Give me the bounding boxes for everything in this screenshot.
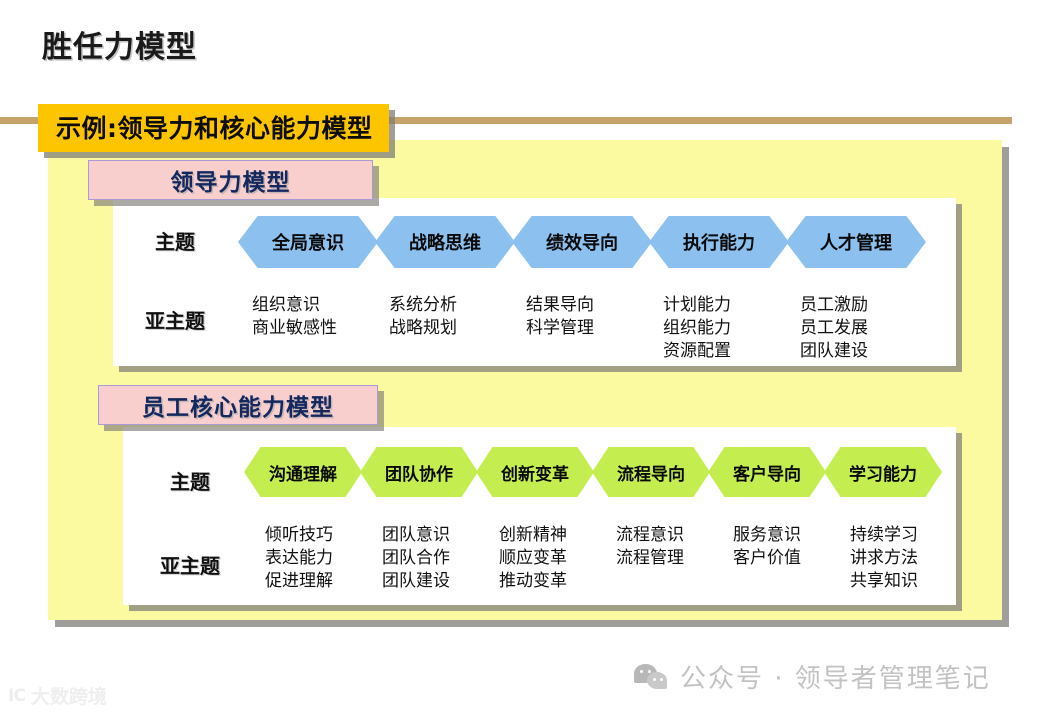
subtheme-item: 系统分析 (389, 295, 457, 315)
subtheme-item: 持续学习 (850, 525, 918, 545)
subtheme-column: 团队意识团队合作团队建设 (382, 524, 450, 593)
subtheme-item: 表达能力 (265, 547, 333, 568)
subtheme-item: 商业敏感性 (252, 317, 337, 338)
watermark-logo: IC (8, 685, 26, 706)
subtheme-column: 服务意识客户价值 (733, 524, 801, 570)
subtheme-item: 促进理解 (265, 570, 333, 591)
subtheme-row-label-core: 亚主题 (160, 554, 220, 578)
section-header-leadership: 领导力模型 (88, 160, 373, 200)
theme-hex[interactable]: 创新变革 (476, 447, 594, 497)
theme-hex-row-leadership: 全局意识战略思维绩效导向执行能力人才管理 (238, 216, 926, 268)
theme-hex[interactable]: 战略思维 (375, 216, 515, 268)
subtheme-column: 系统分析战略规划 (389, 294, 457, 340)
subtheme-item: 讲求方法 (850, 547, 918, 568)
subtheme-item: 战略规划 (389, 317, 457, 338)
subtheme-item: 组织意识 (252, 295, 320, 315)
theme-hex[interactable]: 团队协作 (360, 447, 478, 497)
subtheme-item: 员工激励 (800, 295, 868, 315)
theme-row-label-core: 主题 (170, 470, 210, 494)
subtheme-column: 组织意识商业敏感性 (252, 294, 337, 340)
subtheme-item: 顺应变革 (499, 547, 567, 568)
subtheme-item: 科学管理 (526, 317, 594, 338)
subtheme-column: 持续学习讲求方法共享知识 (850, 524, 918, 593)
section-header-label: 领导力模型 (170, 170, 291, 196)
watermark: IC 大数跨境 (8, 682, 107, 709)
footer-brand: 公众号 · 领导者管理笔记 (634, 658, 991, 695)
theme-hex[interactable]: 流程导向 (592, 447, 710, 497)
subtheme-item: 倾听技巧 (265, 525, 333, 545)
subtheme-item: 共享知识 (850, 570, 918, 591)
subtheme-item: 团队意识 (382, 525, 450, 545)
theme-hex[interactable]: 客户导向 (708, 447, 826, 497)
subtheme-item: 客户价值 (733, 547, 801, 568)
subtheme-item: 流程管理 (616, 547, 684, 568)
subtheme-column: 员工激励员工发展团队建设 (800, 294, 868, 363)
banner-rule (0, 117, 1012, 124)
subtheme-column: 流程意识流程管理 (616, 524, 684, 570)
theme-hex[interactable]: 人才管理 (786, 216, 926, 268)
theme-hex[interactable]: 绩效导向 (512, 216, 652, 268)
subtheme-column: 倾听技巧表达能力促进理解 (265, 524, 333, 593)
subtheme-item: 员工发展 (800, 317, 868, 338)
subtheme-column: 结果导向科学管理 (526, 294, 594, 340)
subtheme-item: 组织能力 (663, 317, 731, 338)
subtheme-item: 创新精神 (499, 525, 567, 545)
subtheme-item: 计划能力 (663, 295, 731, 315)
example-banner: 示例:领导力和核心能力模型 (38, 104, 389, 152)
theme-hex-row-core: 沟通理解团队协作创新变革流程导向客户导向学习能力 (244, 447, 942, 497)
theme-hex[interactable]: 学习能力 (824, 447, 942, 497)
subtheme-column: 计划能力组织能力资源配置 (663, 294, 731, 363)
section-header-core-competency: 员工核心能力模型 (98, 385, 378, 425)
subtheme-item: 团队建设 (382, 570, 450, 591)
section-header-label: 员工核心能力模型 (142, 395, 334, 421)
subtheme-column: 创新精神顺应变革推动变革 (499, 524, 567, 593)
subtheme-item: 团队建设 (800, 340, 868, 361)
subtheme-item: 服务意识 (733, 525, 801, 545)
subtheme-item: 资源配置 (663, 340, 731, 361)
subtheme-item: 结果导向 (526, 295, 594, 315)
subtheme-row-label-leadership: 亚主题 (145, 309, 205, 333)
subtheme-item: 流程意识 (616, 525, 684, 545)
subtheme-item: 团队合作 (382, 547, 450, 568)
footer-brand-label: 公众号 · 领导者管理笔记 (680, 664, 991, 694)
theme-hex[interactable]: 沟通理解 (244, 447, 362, 497)
theme-hex[interactable]: 全局意识 (238, 216, 378, 268)
theme-hex[interactable]: 执行能力 (649, 216, 789, 268)
theme-row-label-leadership: 主题 (155, 230, 195, 254)
page-title: 胜任力模型 (42, 30, 197, 65)
watermark-label: 大数跨境 (30, 686, 107, 708)
example-banner-label: 示例:领导力和核心能力模型 (56, 114, 373, 143)
wechat-icon (634, 663, 668, 690)
subtheme-item: 推动变革 (499, 570, 567, 591)
